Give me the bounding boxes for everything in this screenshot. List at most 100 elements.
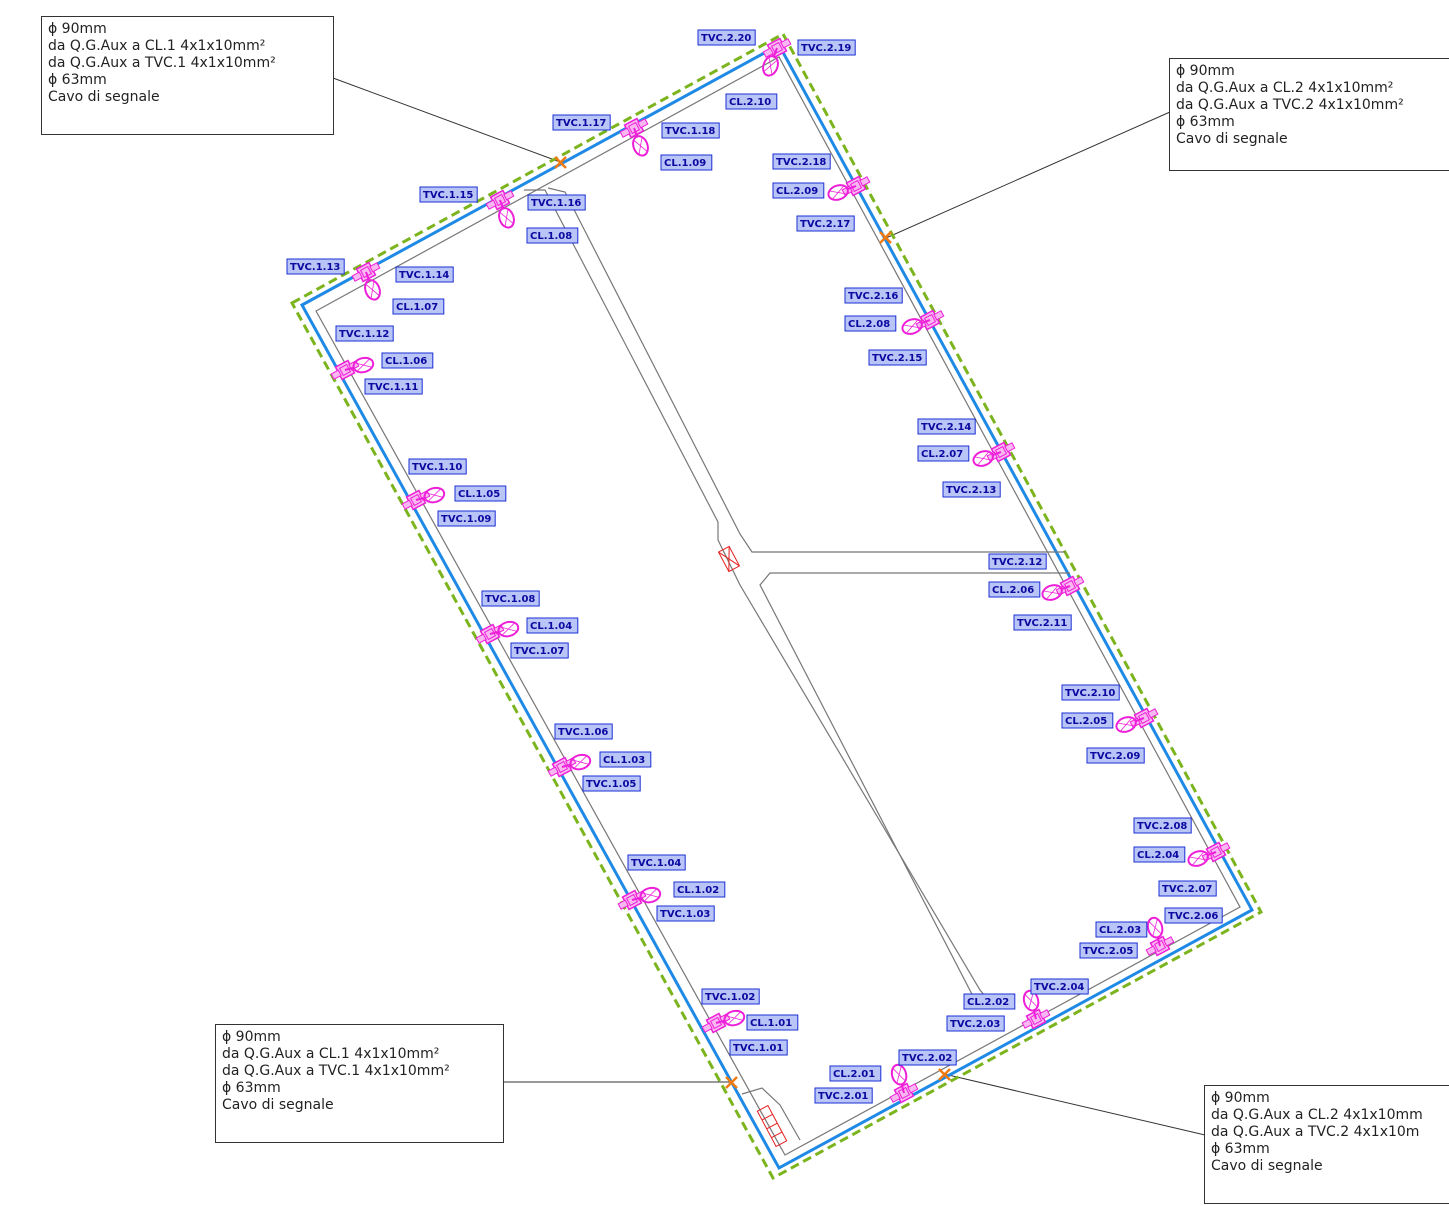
device-tag-box (796, 215, 855, 232)
device-tag-label: CL.1.07 (396, 302, 438, 313)
floodlight-icon (1146, 916, 1164, 947)
device-tag-box (701, 988, 760, 1005)
camera-icon (547, 766, 559, 777)
device-tag-label: TVC.2.18 (776, 157, 826, 168)
floodlight-icon (762, 47, 779, 77)
camera-icon (1073, 576, 1085, 587)
device-tag: CL.1.02 (673, 881, 726, 898)
camera-icon (762, 47, 774, 58)
device-tag-label: TVC.2.01 (818, 1091, 868, 1102)
device-tag-label: TVC.2.15 (872, 353, 922, 364)
device-tag: CL.1.03 (599, 751, 652, 768)
floodlight-icon (1041, 584, 1071, 601)
device-tag-box (1013, 614, 1072, 631)
device-tag-label: TVC.1.10 (412, 462, 462, 473)
device-tag-box (963, 993, 1016, 1010)
device-tag-box (661, 122, 720, 139)
device-tag-box (829, 1065, 882, 1082)
floodlight-icon (890, 1063, 908, 1094)
device-tag-box (1086, 747, 1145, 764)
device-tag: TVC.1.12 (335, 325, 394, 342)
device-tag-label: TVC.1.01 (733, 1043, 783, 1054)
callout-line: Cavo di segnale (1176, 131, 1288, 147)
camera-icon (780, 38, 792, 49)
device-tag-label: CL.1.08 (530, 231, 572, 242)
device-tag: TVC.2.10 (1061, 684, 1120, 701)
device-tag-label: TVC.1.18 (665, 126, 715, 137)
callout-line: da Q.G.Aux a TVC.2 4x1x10m (1211, 1124, 1420, 1140)
junction-box-inner (770, 41, 784, 55)
grate-bar (761, 1113, 773, 1121)
device-tag: TVC.2.14 (917, 418, 976, 435)
floodlight-icon (364, 271, 381, 301)
device-tag: CL.2.01 (829, 1065, 882, 1082)
camera-icon (330, 369, 342, 380)
junction-marker-x (879, 231, 892, 244)
device-tag-box (526, 617, 579, 634)
device-tag-box (729, 1039, 788, 1056)
device-tag-label: TVC.2.03 (950, 1019, 1000, 1030)
device-tag-box (552, 114, 611, 131)
callout-line: ϕ 90mm (48, 21, 107, 37)
device-tag-box (1158, 880, 1217, 897)
device-tag-label: TVC.1.06 (558, 727, 608, 738)
camera-icon (907, 1083, 919, 1094)
device-tag-box (673, 881, 726, 898)
device-tag-label: TVC.2.08 (1137, 821, 1187, 832)
device-tag-label: CL.2.07 (921, 449, 963, 460)
device-tag-box (772, 182, 825, 199)
device-tag-box (627, 854, 686, 871)
device-tag-box (917, 445, 970, 462)
device-tag-box (510, 642, 569, 659)
device-tag-label: CL.2.03 (1099, 925, 1141, 936)
device-tag: TVC.2.12 (988, 553, 1047, 570)
device-tag-label: CL.2.01 (833, 1069, 875, 1080)
device-tag: TVC.1.03 (656, 905, 715, 922)
callout-line: ϕ 63mm (1176, 114, 1235, 130)
device-tag: CL.2.03 (1095, 921, 1148, 938)
device-tag-box (797, 39, 856, 56)
floodlight-icon (561, 753, 592, 771)
device-tag-label: CL.1.03 (603, 755, 645, 766)
device-tag: CL.2.02 (963, 993, 1016, 1010)
device-tag-box (988, 581, 1041, 598)
leader-line-bottom-right (943, 1073, 1206, 1136)
device-tag-label: TVC.2.20 (701, 33, 751, 44)
device-tag: TVC.2.17 (796, 215, 855, 232)
callout-line: da Q.G.Aux a TVC.1 4x1x10mm² (48, 55, 276, 71)
device-tag-box (599, 751, 652, 768)
device-tag-box (395, 266, 454, 283)
device-tag-box (1030, 978, 1089, 995)
device-tag-box (660, 154, 713, 171)
device-tag-label: TVC.2.17 (800, 219, 850, 230)
callout-line: da Q.G.Aux a CL.2 4x1x10mm² (1176, 80, 1394, 96)
floodlight-icon (715, 1009, 746, 1027)
device-tag: CL.2.07 (917, 445, 970, 462)
camera-icon (889, 1092, 901, 1103)
device-tag-box (844, 315, 897, 332)
walkway-center-b (547, 187, 1065, 553)
device-tag: TVC.1.04 (627, 854, 686, 871)
camera-icon (401, 499, 413, 510)
device-tag: TVC.2.13 (942, 481, 1001, 498)
device-tag: TVC.2.03 (946, 1015, 1005, 1032)
floodlight-icon (498, 199, 515, 229)
grate-bar (766, 1122, 778, 1130)
device-tag-box (697, 29, 756, 46)
panel-cross-2 (728, 546, 730, 572)
callout-line: da Q.G.Aux a CL.2 4x1x10mm (1211, 1107, 1423, 1123)
device-tag: CL.2.10 (725, 93, 778, 110)
device-tag-label: TVC.1.08 (485, 594, 535, 605)
floodlight-icon (631, 886, 662, 904)
device-tag: CL.1.04 (526, 617, 579, 634)
ground-grate (756, 1104, 788, 1148)
device-tag-label: TVC.1.17 (556, 118, 606, 129)
